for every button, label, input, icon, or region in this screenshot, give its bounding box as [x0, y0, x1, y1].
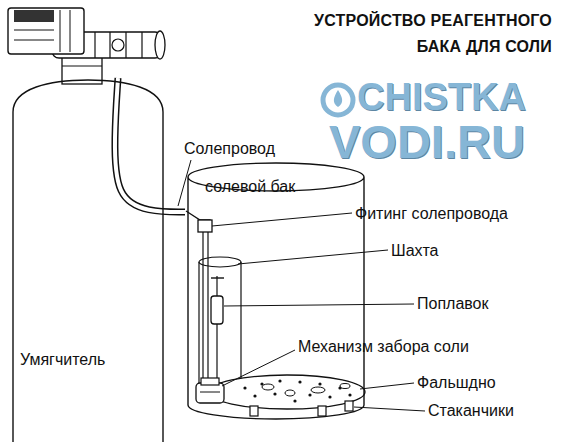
part-label: Стаканчики — [428, 401, 514, 420]
controller-box — [8, 8, 84, 54]
support-cup — [318, 406, 326, 416]
salt-crystal — [285, 390, 295, 396]
bypass-ring — [109, 32, 110, 58]
salt-crystal — [340, 384, 350, 389]
bypass-ring — [125, 32, 126, 58]
logo-drop — [334, 90, 342, 107]
bypass-ring — [94, 32, 95, 58]
false-bottom-hole — [293, 399, 296, 402]
brine-line — [115, 78, 185, 212]
brine-tank-outline — [188, 163, 364, 419]
valve-port — [112, 39, 124, 51]
brine-pickup-tube — [207, 232, 208, 385]
support-cup — [250, 406, 258, 416]
brine-fitting-body — [198, 220, 212, 232]
salt-crystal — [262, 384, 274, 390]
controller-rib — [70, 10, 71, 52]
controller-rib — [60, 10, 61, 52]
leader-line — [224, 304, 414, 306]
salt-crystal — [311, 387, 325, 393]
false-bottom-hole — [318, 382, 321, 385]
leader-line — [360, 383, 414, 389]
part-label: Фитинг солепровода — [355, 204, 508, 223]
diagram-title: УСТРОЙСТВО РЕАГЕНТНОГО БАКА ДЛЯ СОЛИ — [288, 8, 552, 60]
brine-pickup-tube — [202, 232, 203, 385]
leader-line — [354, 407, 425, 411]
brine-well-wall — [240, 262, 241, 386]
leader-line — [222, 350, 295, 386]
part-label: Шахта — [391, 241, 438, 260]
false-bottom — [209, 375, 365, 409]
leader-line — [238, 250, 388, 264]
valve-neck-ring — [62, 66, 102, 67]
leader-line — [212, 213, 352, 226]
controller-rib — [14, 30, 54, 31]
false-bottom-hole — [243, 386, 246, 389]
false-bottom-hole — [273, 392, 276, 395]
watermark: CHISTKA — [357, 78, 526, 116]
watermark: VODI.RU — [329, 118, 525, 165]
brine-well-top — [199, 257, 241, 267]
intake-valve-seam — [200, 392, 220, 393]
node-text: солевой бак — [205, 177, 295, 196]
float-stop — [211, 277, 224, 278]
brine-well-wall — [198, 262, 199, 388]
float — [211, 296, 223, 324]
part-label: Поплавок — [417, 294, 489, 313]
part-label: Механизм забора соли — [298, 337, 469, 356]
node-outline — [185, 155, 367, 425]
false-bottom-hole — [328, 395, 331, 398]
controller-rib — [14, 40, 54, 41]
leader-line — [178, 160, 191, 206]
brine-line-bore — [115, 78, 185, 212]
softener-tank: Умягчитель — [10, 78, 166, 442]
connector-label: Солепровод — [184, 139, 275, 158]
node-outline — [10, 78, 166, 442]
part-label: Фальшдно — [417, 373, 496, 392]
false-bottom-hole — [308, 393, 311, 396]
softener-tank-outline — [13, 80, 163, 442]
brine-line-tube — [115, 78, 185, 212]
intake-valve — [196, 383, 224, 403]
false-bottom-hole — [253, 394, 256, 397]
brine-tank: солевой бак — [185, 155, 367, 425]
node-text: Умягчитель — [20, 350, 105, 369]
float-rod — [216, 276, 217, 385]
false-bottom-hole — [298, 380, 301, 383]
bypass-ring — [141, 32, 142, 58]
support-cup — [345, 401, 353, 411]
false-bottom-hole — [348, 393, 351, 396]
controller-display — [14, 10, 54, 22]
intake-valve-cap — [201, 378, 219, 385]
false-bottom-hole — [278, 379, 281, 382]
logo-ring — [323, 85, 353, 115]
bypass-knob — [155, 31, 165, 59]
